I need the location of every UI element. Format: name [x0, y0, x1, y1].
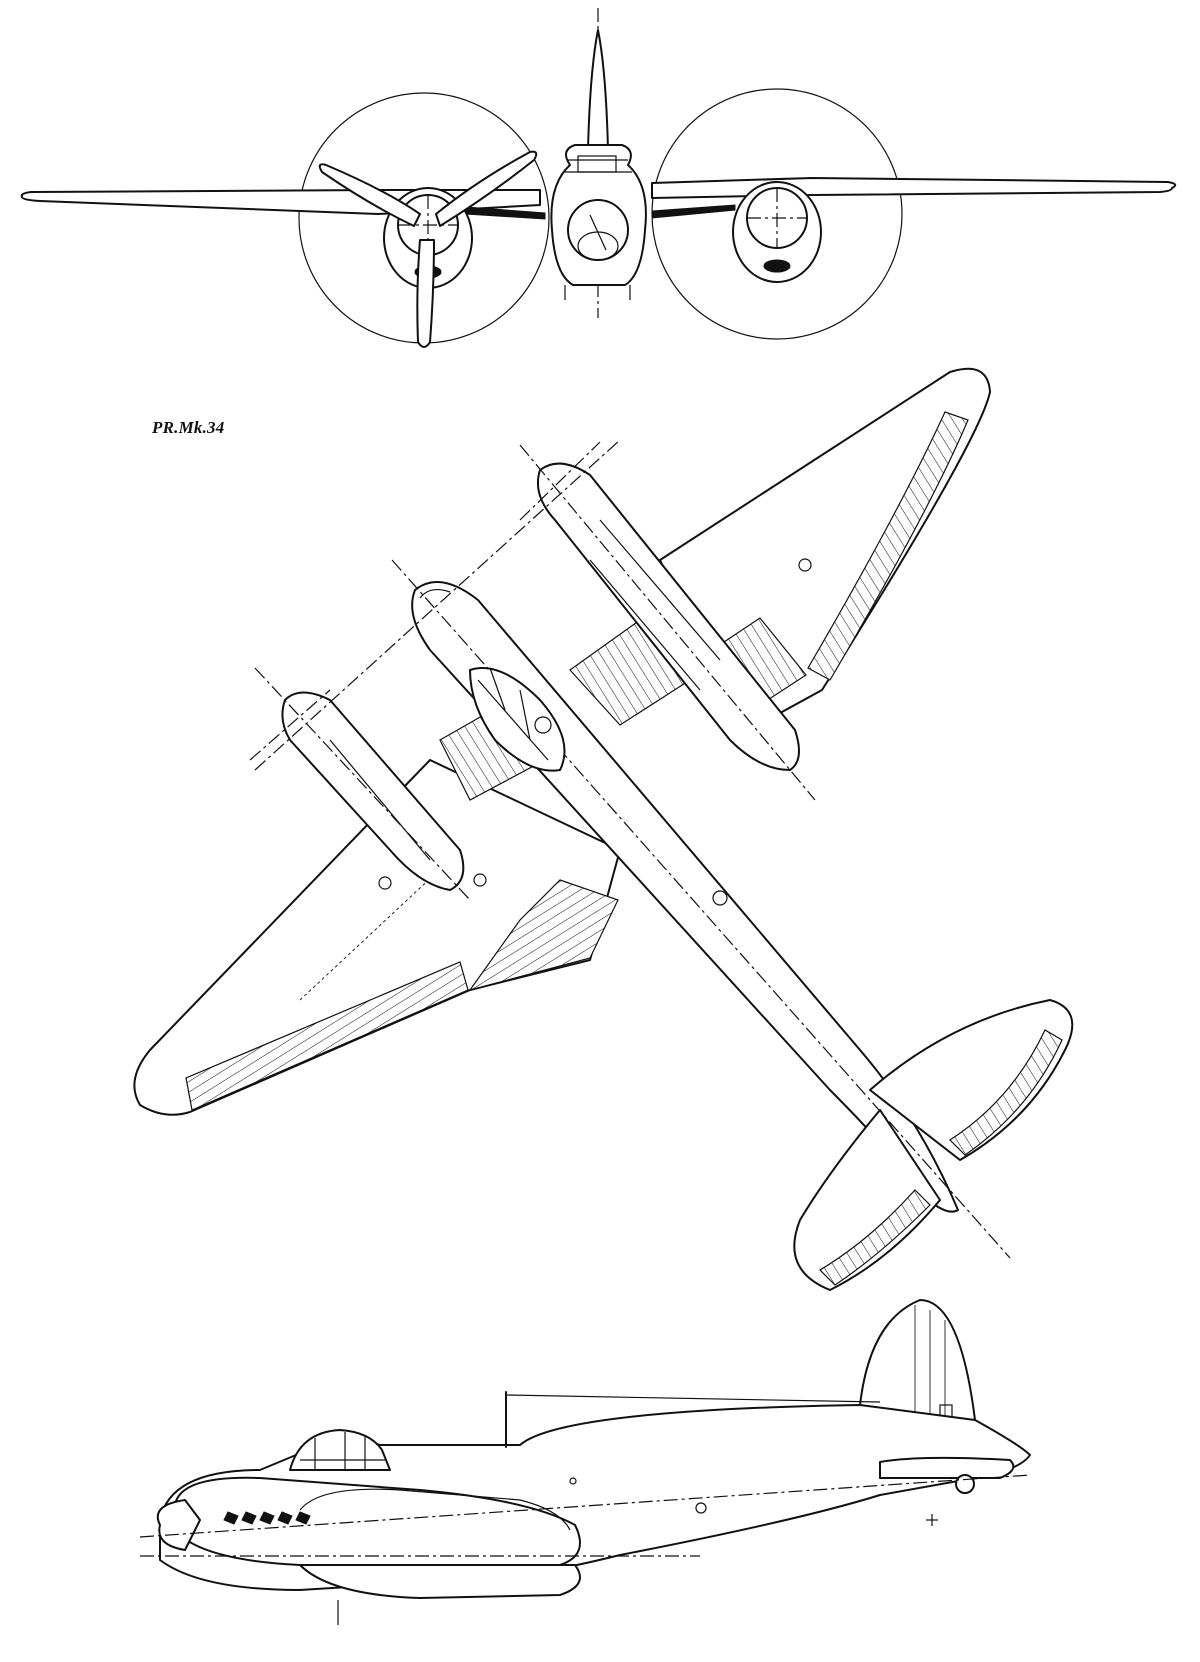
- left-blade-3: [416, 239, 435, 348]
- canopy-front: [577, 155, 617, 173]
- left-blade-2: [435, 150, 538, 227]
- side-belly-tank: [299, 1564, 581, 1599]
- plan-right-aileron: [807, 411, 969, 681]
- plan-roundel-marker: [534, 716, 552, 734]
- plan-right-nacelle: [536, 462, 800, 771]
- side-tailwheel: [955, 1474, 975, 1494]
- right-intake-front: [763, 259, 791, 273]
- right-wing-shadow: [651, 204, 736, 219]
- plan-view: [133, 367, 1074, 1291]
- front-view: [20, 8, 1177, 348]
- side-exhaust-stubs: [223, 1511, 311, 1525]
- plan-left-wing: [133, 759, 621, 1116]
- plan-left-tailplane: [793, 1109, 941, 1291]
- side-aerial-wire: [505, 1394, 881, 1403]
- plan-left-elevator: [819, 1189, 931, 1286]
- fuselage-front: [550, 144, 647, 286]
- left-wing-shadow: [465, 206, 546, 220]
- plan-left-flap: [468, 879, 619, 992]
- plan-canopy: [469, 667, 566, 772]
- plan-nose-glazing: [419, 588, 451, 599]
- plan-right-elevator: [949, 1029, 1063, 1156]
- left-blade-1: [318, 163, 421, 227]
- fin-front: [587, 29, 609, 151]
- side-canopy: [289, 1429, 391, 1471]
- side-nacelle-panel: [299, 1488, 571, 1531]
- plan-propeller-line: [254, 439, 621, 771]
- side-nacelle: [174, 1476, 581, 1566]
- plan-right-tailplane: [869, 999, 1074, 1161]
- side-tailplane: [879, 1456, 1015, 1479]
- right-wing-front: [651, 177, 1177, 199]
- variant-label: PR.Mk.34: [152, 418, 225, 437]
- side-centerline: [139, 1474, 1031, 1538]
- fuselage-lower-front: [564, 285, 631, 300]
- plan-left-aileron: [185, 961, 469, 1111]
- side-view: [139, 1299, 1031, 1625]
- side-spinner: [156, 1499, 201, 1551]
